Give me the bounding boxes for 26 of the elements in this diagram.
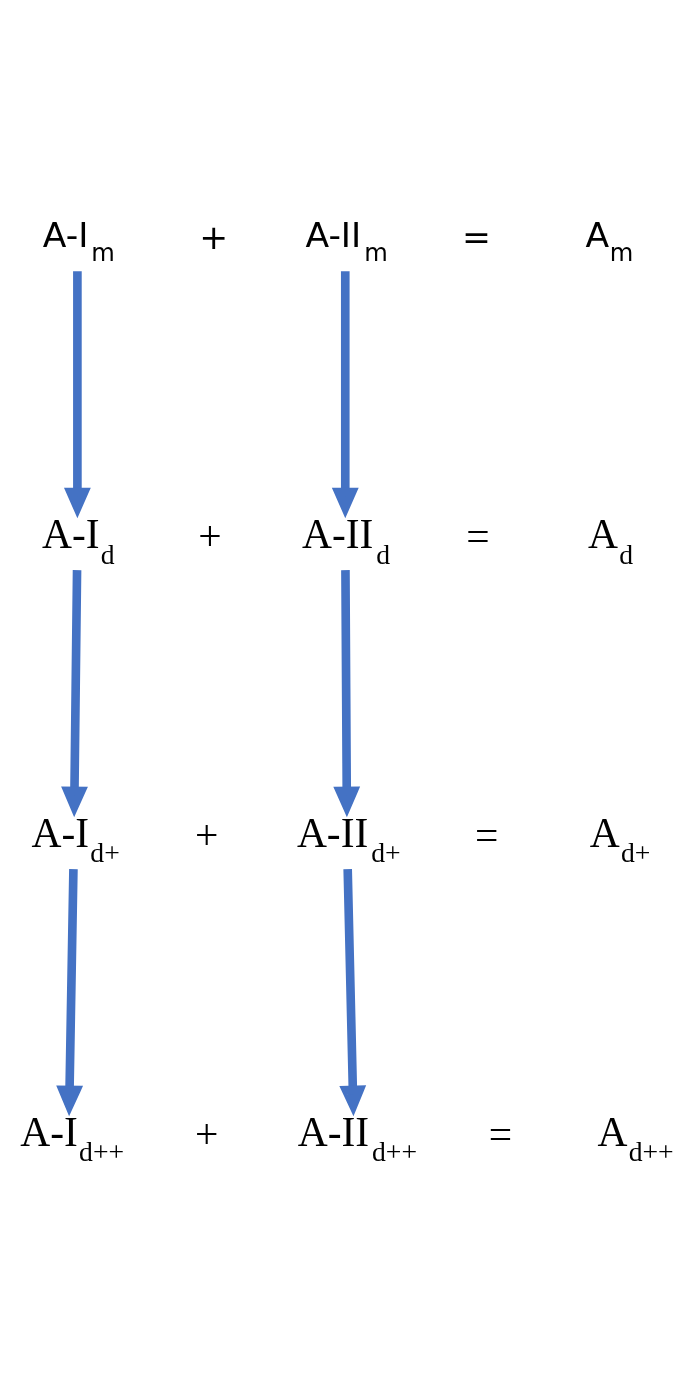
- arrow: [56, 868, 84, 1116]
- arrow: [64, 270, 91, 518]
- node-text: A-II$_{d++}$: [297, 1108, 418, 1167]
- node-text: A-II$_{d}$: [302, 510, 391, 569]
- node-text: A-II$_{d+}$: [296, 809, 401, 868]
- label: +: [198, 512, 222, 559]
- label: =: [466, 512, 490, 559]
- label: +: [194, 1110, 219, 1157]
- node-text: A$_{m}$: [585, 214, 634, 267]
- node-text: A$_{d}$: [588, 510, 634, 569]
- arrow: [331, 270, 359, 518]
- label: +: [199, 216, 229, 257]
- node-text: A-II$_{m}$: [305, 214, 388, 267]
- label: =: [461, 216, 491, 257]
- arrow: [339, 868, 367, 1116]
- node-text: A$_{d+}$: [589, 809, 651, 868]
- node-text: A-I$_{d+}$: [31, 809, 120, 868]
- node-text: A$_{d++}$: [597, 1108, 674, 1167]
- label: =: [488, 1110, 513, 1157]
- node-text: A-I$_{m}$: [42, 214, 115, 267]
- arrow: [61, 569, 88, 817]
- arrow: [333, 569, 361, 817]
- label: +: [194, 811, 219, 858]
- label: =: [474, 811, 499, 858]
- node-text: A-I$_{d}$: [41, 510, 115, 569]
- node-text: A-I$_{d++}$: [20, 1108, 125, 1167]
